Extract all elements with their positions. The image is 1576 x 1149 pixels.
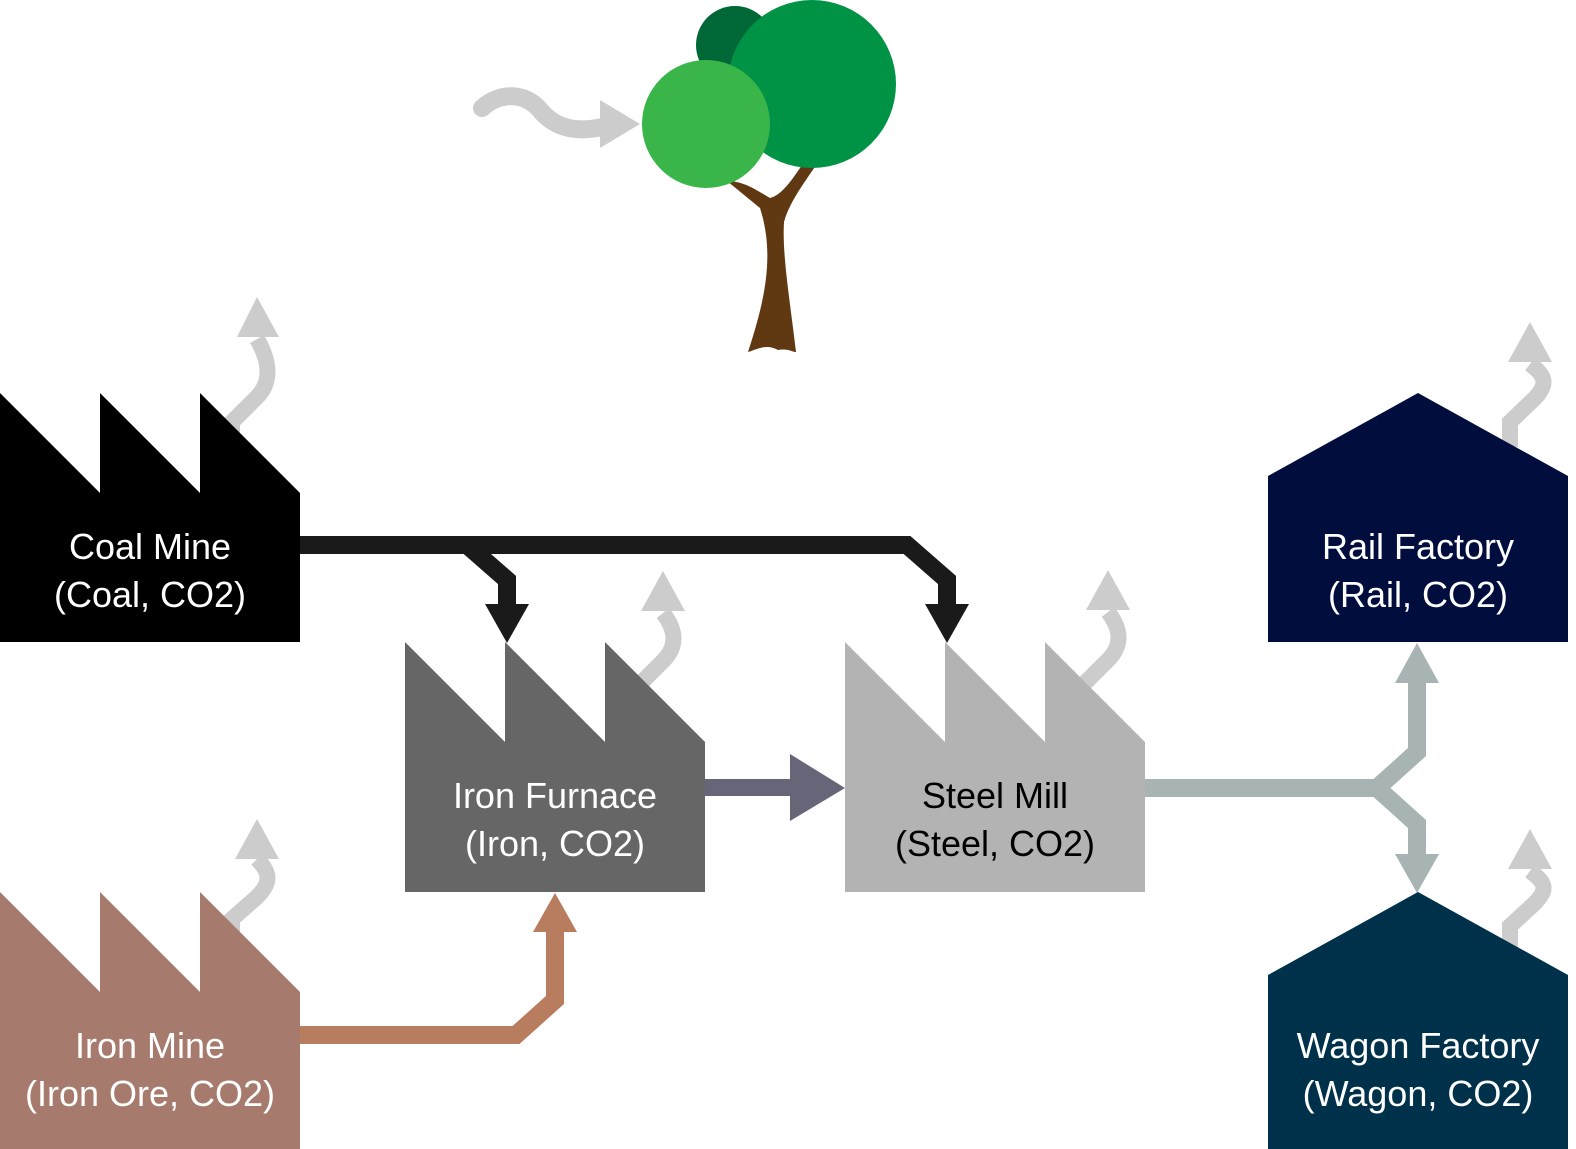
co2-emission-coal-mine xyxy=(224,297,279,442)
node-name: Steel Mill xyxy=(922,775,1068,816)
tree-icon xyxy=(473,0,896,352)
tree-trunk xyxy=(727,162,818,352)
node-outputs: (Coal, CO2) xyxy=(54,574,246,615)
steel-to-wagon-arrowhead xyxy=(1395,854,1439,893)
node-outputs: (Wagon, CO2) xyxy=(1303,1073,1534,1114)
node-outputs: (Rail, CO2) xyxy=(1328,574,1508,615)
iron-to-steel-arrowhead xyxy=(790,754,845,821)
co2-emission-rail-factory xyxy=(1502,322,1552,447)
co2-intake-arrowhead xyxy=(600,100,640,148)
factory-shape xyxy=(845,642,1145,892)
node-iron-mine: Iron Mine (Iron Ore, CO2) xyxy=(0,892,300,1149)
steel-flow xyxy=(1143,643,1439,893)
coal-to-furnace-arrowhead xyxy=(485,604,529,643)
node-iron-furnace: Iron Furnace (Iron, CO2) xyxy=(405,642,705,892)
house-shape xyxy=(1268,393,1568,642)
co2-emission-iron-mine xyxy=(224,819,279,939)
node-outputs: (Steel, CO2) xyxy=(895,823,1095,864)
node-name: Iron Furnace xyxy=(453,775,657,816)
node-outputs: (Iron, CO2) xyxy=(465,823,645,864)
co2-emissions xyxy=(224,297,1552,949)
iron-flow xyxy=(703,754,845,821)
node-name: Coal Mine xyxy=(69,526,231,567)
co2-emission-iron-furnace xyxy=(630,571,685,716)
tree-leaf-light xyxy=(642,60,770,188)
node-coal-mine: Coal Mine (Coal, CO2) xyxy=(0,393,300,642)
node-outputs: (Iron Ore, CO2) xyxy=(25,1073,275,1114)
coal-to-steel-arrowhead xyxy=(925,604,969,643)
factory-shape xyxy=(405,642,705,892)
node-rail-factory: Rail Factory (Rail, CO2) xyxy=(1268,393,1568,642)
co2-emission-wagon-factory xyxy=(1502,829,1552,949)
house-shape xyxy=(1268,892,1568,1149)
ore-flow xyxy=(298,893,577,1044)
co2-emission-steel-mill xyxy=(1075,570,1130,715)
node-name: Wagon Factory xyxy=(1297,1025,1540,1066)
tree-leaf-main xyxy=(728,0,896,168)
factory-shape xyxy=(0,892,300,1149)
factory-shape xyxy=(0,393,300,642)
node-name: Rail Factory xyxy=(1322,526,1514,567)
node-steel-mill: Steel Mill (Steel, CO2) xyxy=(845,642,1145,892)
coal-flow xyxy=(298,536,969,643)
node-wagon-factory: Wagon Factory (Wagon, CO2) xyxy=(1268,892,1568,1149)
node-name: Iron Mine xyxy=(75,1025,225,1066)
co2-intake-arrow xyxy=(473,87,611,139)
ore-to-furnace-arrowhead xyxy=(533,893,577,932)
steel-to-rail-arrowhead xyxy=(1395,643,1439,683)
